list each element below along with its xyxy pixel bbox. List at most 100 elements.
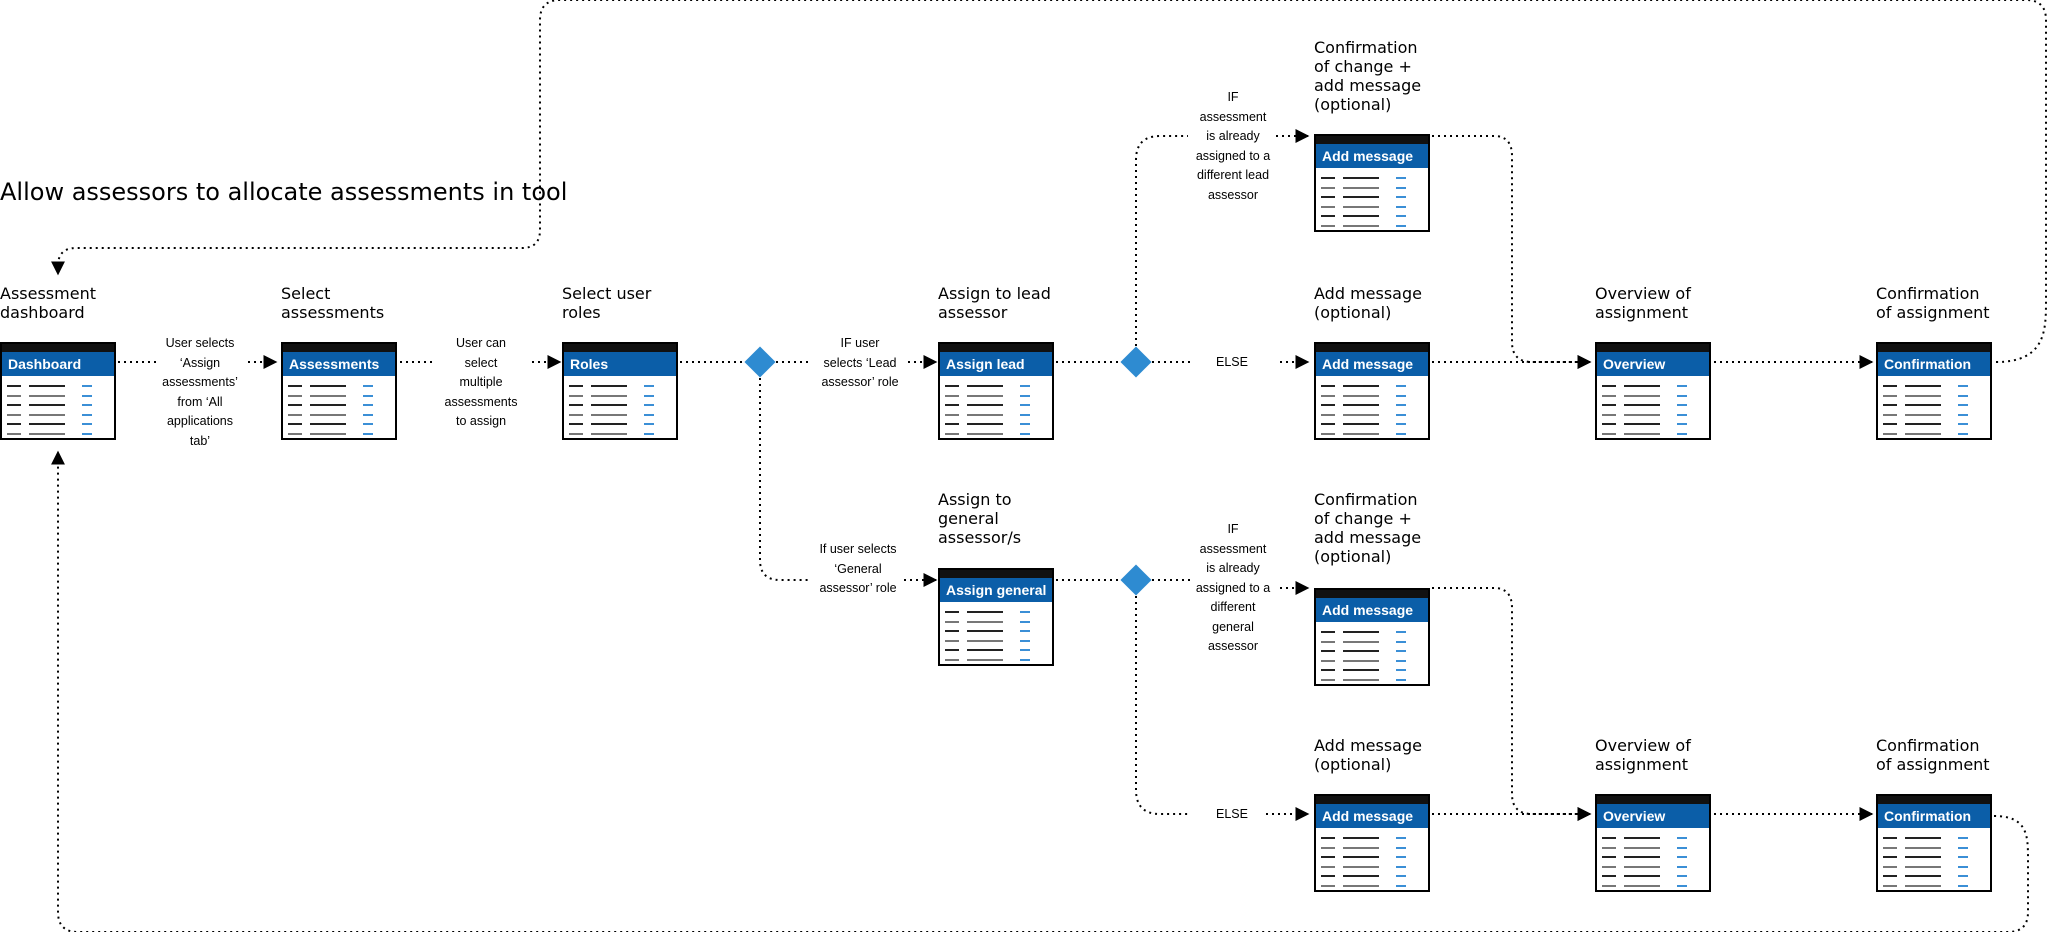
- screen-overview-lead: Overview: [1595, 342, 1711, 440]
- placeholder-row: [7, 410, 114, 420]
- step-label-dashboard: Assessment dashboard: [0, 284, 96, 322]
- placeholder-row: [7, 381, 114, 391]
- placeholder-row: [1321, 833, 1428, 843]
- placeholder-row: [1602, 833, 1709, 843]
- note-else-general: ELSE: [1216, 807, 1248, 821]
- placeholder-row: [7, 419, 114, 429]
- placeholder-row: [1321, 843, 1428, 853]
- placeholder-row: [1602, 429, 1709, 439]
- placeholder-row: [1602, 400, 1709, 410]
- placeholder-row: [1321, 637, 1428, 647]
- step-label-assign-general: Assign to general assessor/s: [938, 490, 1022, 547]
- placeholder-row: [1321, 871, 1428, 881]
- screen-assign-general-title: Assign general: [940, 578, 1052, 602]
- placeholder-row: [1883, 852, 1990, 862]
- placeholder-row: [569, 391, 676, 401]
- screen-assessments: Assessments: [281, 342, 397, 440]
- screen-msg-general-title: Add message: [1316, 804, 1428, 828]
- placeholder-row: [1883, 843, 1990, 853]
- placeholder-row: [569, 410, 676, 420]
- screen-conf-change-lead-title: Add message: [1316, 144, 1428, 168]
- placeholder-row: [569, 419, 676, 429]
- placeholder-row: [945, 626, 1052, 636]
- step-label-msg-lead: Add message (optional): [1314, 284, 1422, 322]
- placeholder-row: [1321, 862, 1428, 872]
- placeholder-row: [1321, 419, 1428, 429]
- placeholder-row: [945, 410, 1052, 420]
- placeholder-row: [569, 429, 676, 439]
- placeholder-row: [1602, 391, 1709, 401]
- screen-assign-lead: Assign lead: [938, 342, 1054, 440]
- screen-dashboard-title: Dashboard: [2, 352, 114, 376]
- screen-conf-change-lead: Add message: [1314, 134, 1430, 232]
- loop-top-connector: [51, 0, 2047, 363]
- placeholder-row: [1883, 871, 1990, 881]
- placeholder-row: [1321, 183, 1428, 193]
- placeholder-row: [1602, 381, 1709, 391]
- placeholder-row: [945, 617, 1052, 627]
- placeholder-row: [1321, 429, 1428, 439]
- placeholder-row: [288, 381, 395, 391]
- screen-overview-general-title: Overview: [1597, 804, 1709, 828]
- placeholder-row: [1321, 627, 1428, 637]
- note-if-lead: IF user selects ‘Lead assessor’ role: [821, 336, 899, 389]
- placeholder-row: [1321, 410, 1428, 420]
- placeholder-row: [1883, 862, 1990, 872]
- placeholder-row: [1883, 391, 1990, 401]
- placeholder-row: [1602, 852, 1709, 862]
- step-label-assessments: Select assessments: [281, 284, 385, 322]
- placeholder-row: [1602, 881, 1709, 891]
- screen-dashboard: Dashboard: [0, 342, 116, 440]
- placeholder-row: [1883, 410, 1990, 420]
- placeholder-row: [1321, 202, 1428, 212]
- step-label-overview-general: Overview of assignment: [1595, 736, 1691, 774]
- step-label-conf-change-general: Confirmation of change + add message (op…: [1314, 490, 1422, 566]
- screen-confirm-lead-title: Confirmation: [1878, 352, 1990, 376]
- placeholder-row: [7, 429, 114, 439]
- placeholder-row: [1321, 665, 1428, 675]
- placeholder-row: [1321, 656, 1428, 666]
- placeholder-row: [1321, 646, 1428, 656]
- placeholder-row: [1602, 862, 1709, 872]
- note-if-assigned-lead: IF assessment is already assigned to a d…: [1195, 90, 1271, 202]
- screen-msg-lead: Add message: [1314, 342, 1430, 440]
- loop-bottom-connector: [51, 450, 2029, 932]
- note-else-lead: ELSE: [1216, 355, 1248, 369]
- placeholder-row: [945, 636, 1052, 646]
- screen-confirm-general-title: Confirmation: [1878, 804, 1990, 828]
- decision-general-diamond: [1120, 564, 1152, 596]
- step-label-assign-lead: Assign to lead assessor: [938, 284, 1051, 322]
- placeholder-row: [1321, 675, 1428, 685]
- placeholder-row: [7, 400, 114, 410]
- placeholder-row: [7, 391, 114, 401]
- screen-msg-lead-title: Add message: [1316, 352, 1428, 376]
- placeholder-row: [1883, 881, 1990, 891]
- screen-assessments-title: Assessments: [283, 352, 395, 376]
- placeholder-row: [1321, 221, 1428, 231]
- placeholder-row: [569, 400, 676, 410]
- placeholder-row: [1321, 400, 1428, 410]
- decision-lead-diamond: [1120, 346, 1152, 378]
- step-label-roles: Select user roles: [562, 284, 652, 322]
- screen-overview-lead-title: Overview: [1597, 352, 1709, 376]
- placeholder-row: [1883, 429, 1990, 439]
- placeholder-row: [1321, 173, 1428, 183]
- step-label-conf-change-lead: Confirmation of change + add message (op…: [1314, 38, 1422, 114]
- screen-msg-general: Add message: [1314, 794, 1430, 892]
- screen-assign-lead-title: Assign lead: [940, 352, 1052, 376]
- placeholder-row: [1321, 881, 1428, 891]
- screen-confirm-lead: Confirmation: [1876, 342, 1992, 440]
- screen-conf-change-general: Add message: [1314, 588, 1430, 686]
- placeholder-row: [1602, 871, 1709, 881]
- placeholder-row: [1883, 419, 1990, 429]
- placeholder-row: [945, 607, 1052, 617]
- placeholder-row: [945, 429, 1052, 439]
- placeholder-row: [1883, 400, 1990, 410]
- note-user-can-select: User can select multiple assessments to …: [444, 336, 518, 428]
- placeholder-row: [288, 419, 395, 429]
- step-label-overview-lead: Overview of assignment: [1595, 284, 1691, 322]
- placeholder-row: [1883, 833, 1990, 843]
- placeholder-row: [288, 400, 395, 410]
- placeholder-row: [945, 419, 1052, 429]
